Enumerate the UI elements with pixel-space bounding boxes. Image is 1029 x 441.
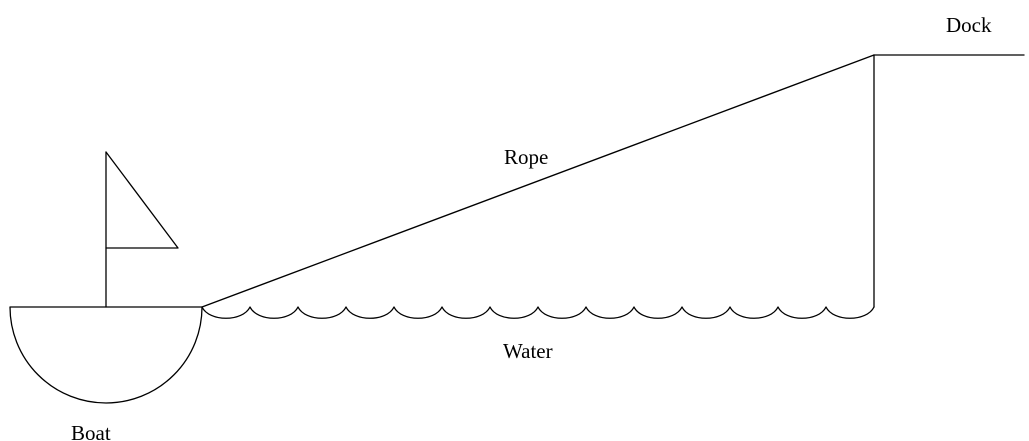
boat bbox=[9, 151, 203, 404]
dock bbox=[873, 54, 1025, 308]
dock-label: Dock bbox=[946, 13, 992, 37]
boat-hull bbox=[9, 306, 203, 404]
boat-sail bbox=[105, 151, 179, 249]
water-label: Water bbox=[503, 339, 553, 363]
rope-line bbox=[201, 54, 875, 308]
water-waves bbox=[201, 306, 875, 319]
boat-label: Boat bbox=[71, 421, 111, 441]
rope-label: Rope bbox=[504, 145, 548, 169]
